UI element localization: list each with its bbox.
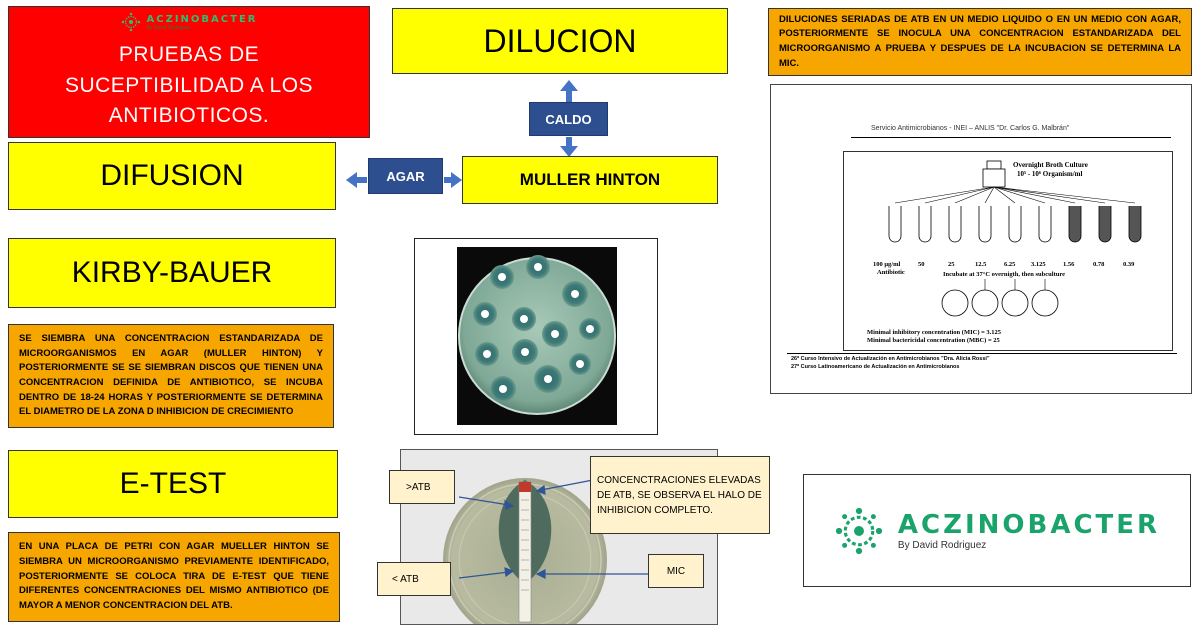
conc-label-4: 6.25 (1004, 261, 1016, 268)
mic-label: MIC (648, 554, 704, 588)
antibiotic-label: Antibiotic (877, 269, 905, 276)
title-box: ACZINOBACTER By David Rodriguez PRUEBAS … (8, 6, 370, 138)
dilucion-box: DILUCION (392, 8, 728, 74)
incubate-label: Incubate at 37°C overnigth, then subcult… (943, 271, 1066, 278)
concentration-callout: CONCENCTRACIONES ELEVADAS DE ATB, SE OBS… (590, 456, 770, 534)
etest-description: EN UNA PLACA DE PETRI CON AGAR MUELLER H… (8, 532, 340, 622)
caldo-box: CALDO (529, 102, 608, 136)
culture-subtitle: 10⁵ - 10⁶ Organism/ml (1017, 170, 1083, 178)
mic-diagram-drawing (888, 160, 1142, 317)
muller-hinton-box: MULLER HINTON (462, 156, 718, 204)
agar-box: AGAR (368, 158, 443, 194)
mic-figure-header: Servicio Antimicrobianos - INEI – ANLIS … (871, 125, 1070, 132)
difusion-box: DIFUSION (8, 142, 336, 210)
mic-result: Minimal inhibitory concentration (MIC) =… (867, 329, 1002, 336)
conc-label-7: 0.78 (1093, 261, 1105, 268)
conc-label-6: 1.56 (1063, 261, 1075, 268)
arrow-right-icon (451, 172, 462, 188)
arrow-up-icon (560, 80, 578, 91)
mic-footer-line1: 26º Curso Intensivo de Actualización en … (791, 356, 990, 362)
arrow-down-icon (560, 146, 578, 157)
bacteria-logo-icon (835, 507, 883, 554)
kirby-bauer-box: KIRBY-BAUER (8, 238, 336, 308)
dilucion-description: DILUCIONES SERIADAS DE ATB EN UN MEDIO L… (768, 8, 1192, 76)
bacteria-logo-icon (121, 13, 140, 32)
mic-footer-line2: 27º Curso Latinoamericano de Actualizaci… (791, 364, 960, 370)
high-atb-label: >ATB (389, 470, 455, 504)
brand-logo-name: ACZINOBACTER (897, 510, 1161, 540)
conc-label-5: 3.125 (1031, 261, 1046, 268)
kirby-description: SE SIEMBRA UNA CONCENTRACION ESTANDARIZA… (8, 324, 334, 428)
conc-label-2: 25 (948, 261, 955, 268)
brand-logo-sub: By David Rodriguez (897, 540, 987, 551)
mbc-result: Minimal bactericidal concentration (MBC)… (867, 337, 1000, 344)
low-atb-label: < ATB (377, 562, 451, 596)
mic-figure-inner-frame (843, 151, 1173, 351)
conc-label-1: 50 (918, 261, 925, 268)
culture-title: Overnight Broth Culture (1013, 161, 1088, 169)
page-title: PRUEBAS DE SUCEPTIBILIDAD A LOS ANTIBIOT… (64, 43, 314, 128)
kirby-bauer-photo-frame (414, 238, 658, 435)
header-logo-sub: By David Rodriguez (146, 24, 191, 31)
conc-label-3: 12.5 (975, 261, 987, 268)
header-logo-brand: ACZINOBACTER (146, 13, 258, 25)
header-logo: ACZINOBACTER By David Rodriguez (121, 12, 258, 32)
kirby-bauer-plate-image (457, 247, 617, 425)
conc-label-8: 0.39 (1123, 261, 1135, 268)
etest-box: E-TEST (8, 450, 338, 518)
mic-dilution-figure: Servicio Antimicrobianos - INEI – ANLIS … (770, 84, 1192, 394)
first-concentration-label: 100 μg/ml (873, 261, 901, 268)
brand-logo-card: ACZINOBACTER By David Rodriguez (803, 474, 1191, 587)
arrow-left-icon (346, 172, 357, 188)
